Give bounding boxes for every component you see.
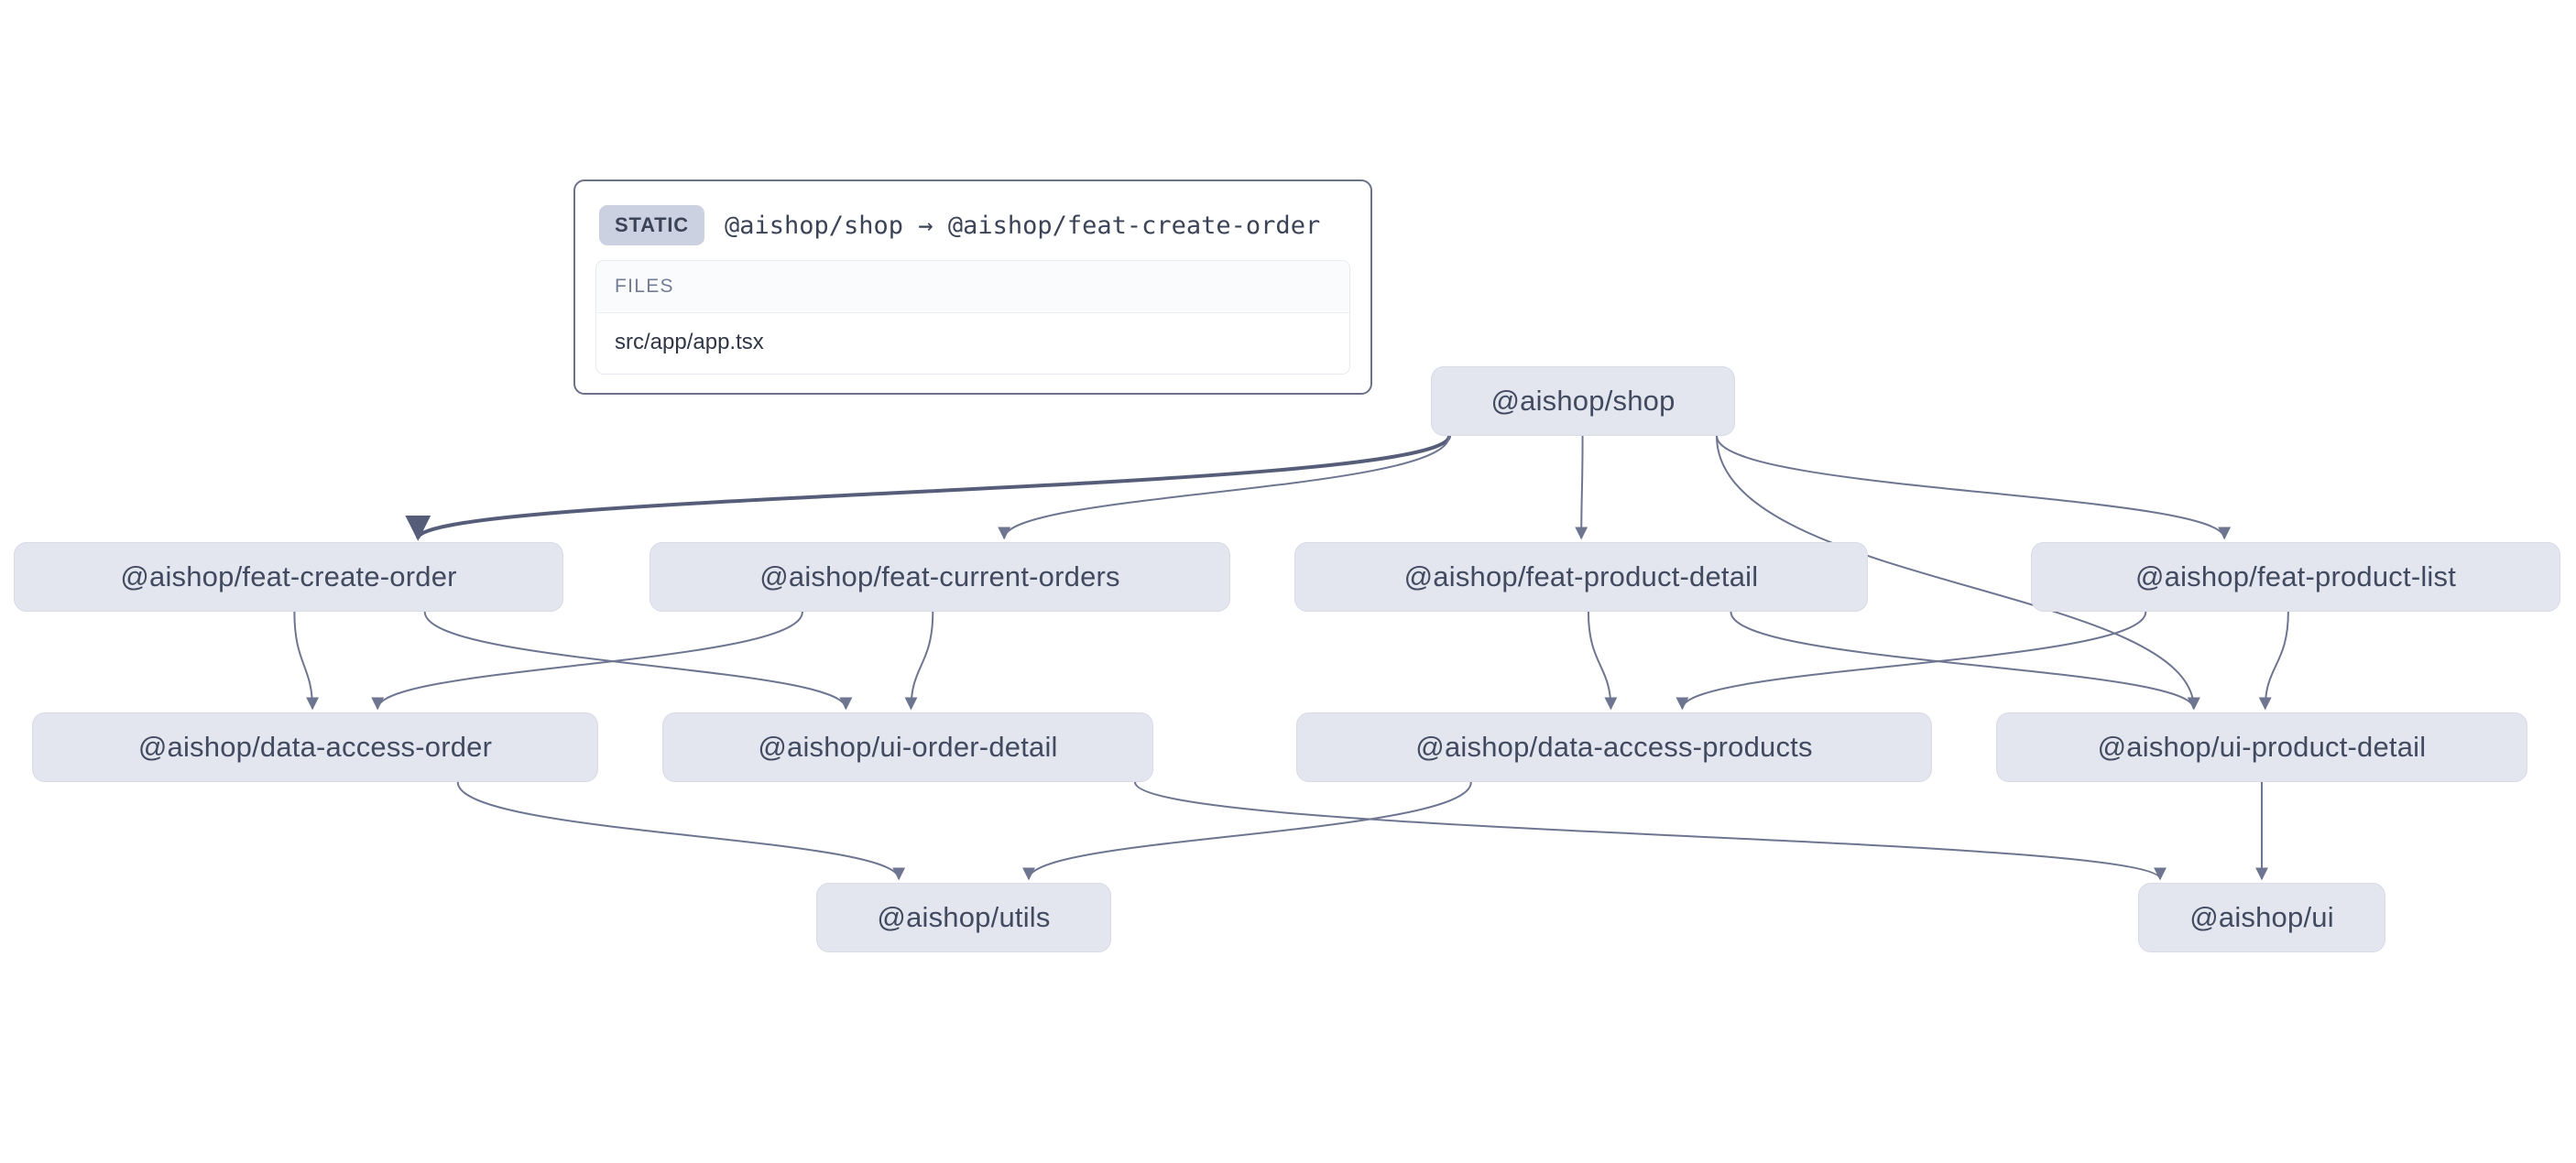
graph-node-data-access-order[interactable]: @aishop/data-access-order [32, 712, 598, 782]
graph-node-feat-product-list[interactable]: @aishop/feat-product-list [2031, 542, 2560, 612]
graph-edge-ui-order-detail-to-ui[interactable] [1134, 781, 2167, 881]
graph-node-label: @aishop/feat-product-detail [1403, 560, 1759, 592]
graph-edge-shop-to-feat-create-order[interactable] [405, 435, 1451, 541]
graph-node-ui-product-detail[interactable]: @aishop/ui-product-detail [1996, 712, 2527, 782]
graph-edge-feat-product-list-to-ui-product-detail[interactable] [2258, 611, 2289, 711]
graph-node-label: @aishop/data-access-products [1415, 731, 1813, 763]
graph-node-feat-current-orders[interactable]: @aishop/feat-current-orders [649, 542, 1230, 612]
detail-card-header: STATIC @aishop/shop → @aishop/feat-creat… [595, 198, 1350, 260]
edge-detail-card[interactable]: STATIC @aishop/shop → @aishop/feat-creat… [573, 179, 1372, 395]
graph-node-label: @aishop/utils [877, 901, 1051, 933]
graph-node-data-access-products[interactable]: @aishop/data-access-products [1296, 712, 1932, 782]
static-badge: STATIC [599, 205, 704, 245]
graph-node-ui-order-detail[interactable]: @aishop/ui-order-detail [662, 712, 1153, 782]
graph-node-label: @aishop/ui-product-detail [2097, 731, 2427, 763]
edge-title: @aishop/shop → @aishop/feat-create-order [724, 211, 1321, 240]
graph-edge-feat-product-detail-to-data-access-products[interactable] [1587, 611, 1618, 711]
graph-node-label: @aishop/feat-create-order [120, 560, 457, 592]
files-list: src/app/app.tsx [596, 313, 1349, 374]
graph-edge-shop-to-feat-current-orders[interactable] [998, 435, 1450, 540]
graph-node-label: @aishop/shop [1490, 385, 1675, 417]
graph-node-label: @aishop/feat-product-list [2134, 560, 2457, 592]
graph-edge-feat-product-list-to-data-access-products[interactable] [1675, 611, 2147, 711]
graph-edge-shop-to-feat-product-list[interactable] [1716, 435, 2232, 540]
graph-node-label: @aishop/ui-order-detail [758, 731, 1058, 763]
graph-node-label: @aishop/feat-current-orders [759, 560, 1120, 592]
graph-node-shop[interactable]: @aishop/shop [1431, 366, 1735, 436]
graph-node-feat-product-detail[interactable]: @aishop/feat-product-detail [1294, 542, 1868, 612]
graph-edge-data-access-order-to-utils[interactable] [456, 781, 906, 881]
graph-node-label: @aishop/ui [2189, 901, 2334, 933]
graph-node-ui[interactable]: @aishop/ui [2138, 883, 2385, 952]
graph-edge-data-access-products-to-utils[interactable] [1022, 781, 1472, 881]
files-panel: FILES src/app/app.tsx [595, 260, 1350, 375]
graph-node-label: @aishop/data-access-order [137, 731, 493, 763]
graph-edge-feat-product-detail-to-ui-product-detail[interactable] [1730, 611, 2200, 711]
graph-edge-feat-create-order-to-data-access-order[interactable] [293, 611, 320, 711]
graph-edge-feat-current-orders-to-ui-order-detail[interactable] [904, 611, 934, 711]
files-header-label: FILES [596, 261, 1349, 313]
graph-edge-feat-create-order-to-ui-order-detail[interactable] [423, 611, 853, 711]
graph-node-feat-create-order[interactable]: @aishop/feat-create-order [14, 542, 563, 612]
graph-node-utils[interactable]: @aishop/utils [816, 883, 1111, 952]
graph-edge-feat-current-orders-to-data-access-order[interactable] [371, 611, 803, 711]
graph-edge-shop-to-feat-product-detail[interactable] [1575, 435, 1588, 540]
file-row[interactable]: src/app/app.tsx [596, 313, 1349, 374]
